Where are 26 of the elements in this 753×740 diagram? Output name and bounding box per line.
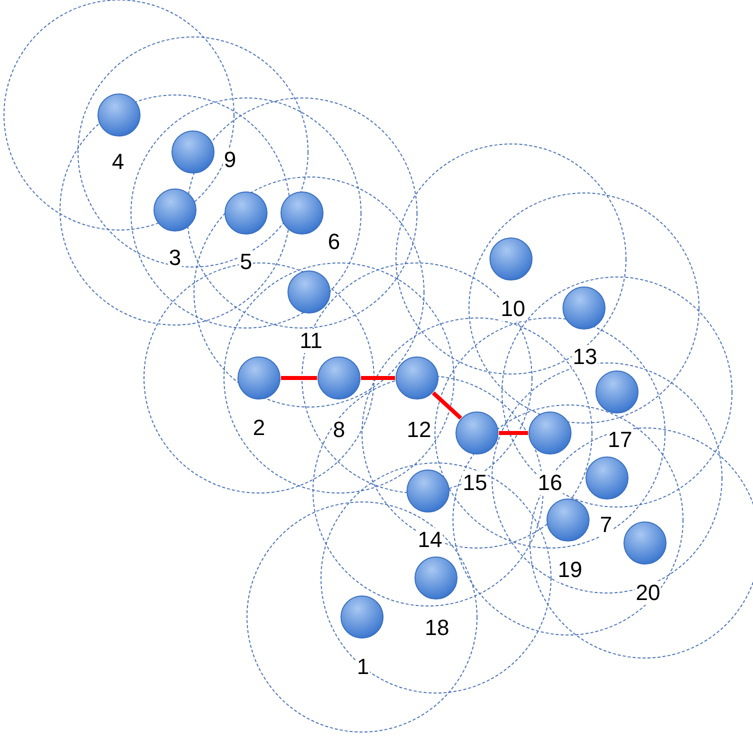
node-number: 20 <box>634 581 662 605</box>
sensor-node <box>171 130 215 174</box>
sensor-node <box>585 456 629 500</box>
sensor-node <box>97 93 141 137</box>
node-number: 11 <box>298 329 324 353</box>
sensor-node <box>406 469 450 513</box>
node-number: 13 <box>572 345 598 369</box>
link-line <box>432 391 462 420</box>
sensor-node <box>340 595 384 639</box>
sensor-node <box>455 411 499 455</box>
node-number: 10 <box>500 297 526 321</box>
sensor-node <box>528 411 572 455</box>
sensor-node <box>623 521 667 565</box>
sensor-node <box>237 356 281 400</box>
sensor-node <box>287 270 331 314</box>
sensor-node <box>153 188 197 232</box>
sensor-node <box>317 356 361 400</box>
node-number: 16 <box>536 471 564 495</box>
sensor-node <box>280 191 324 235</box>
sensor-node <box>224 191 268 235</box>
sensor-node <box>546 498 590 542</box>
sensor-node <box>489 237 533 281</box>
sensor-node <box>395 356 439 400</box>
sensor-node <box>414 556 458 600</box>
sensor-node <box>562 286 606 330</box>
sensor-node <box>595 370 639 414</box>
